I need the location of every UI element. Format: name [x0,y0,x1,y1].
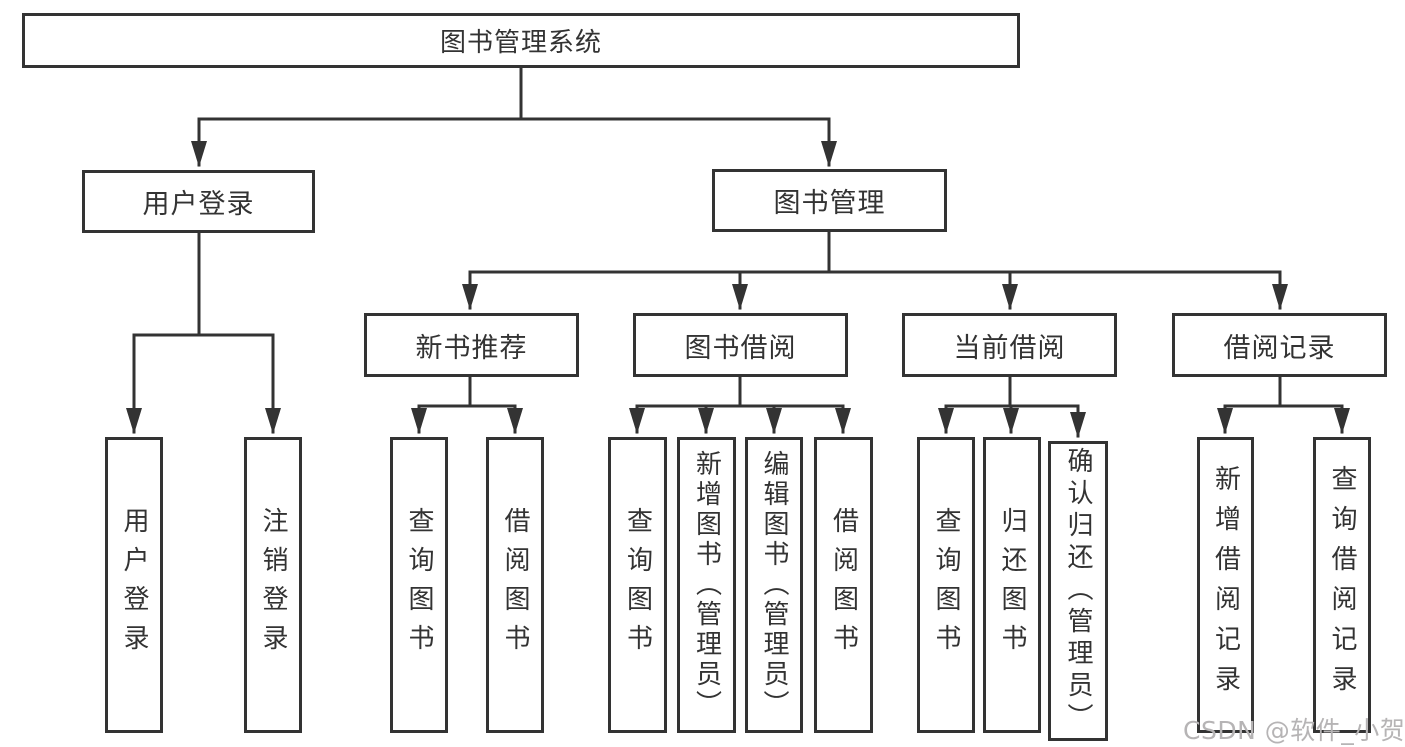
connector-root-to-level2 [191,66,837,167]
node-leaf-return-book: 归还图书 [983,437,1041,733]
node-leaf-query-books-current: 查询图书 [917,437,975,733]
node-label: 查询图书 [622,507,653,663]
csdn-watermark: CSDN @软件_小贺同学 [1183,716,1405,745]
node-book-borrow: 图书借阅 [633,313,848,377]
node-borrow-record: 借阅记录 [1172,313,1387,377]
node-label: 新增借阅记录 [1210,465,1241,705]
node-label: 注销登录 [258,507,288,663]
node-label: 当前借阅 [953,332,1066,364]
node-leaf-add-book-admin: 新增图书（管理员） [677,437,736,733]
connector-borrow-record-to-leaves [1217,375,1350,434]
connector-book-management-to-level3 [462,230,1288,310]
node-leaf-user-login: 用户登录 [105,437,163,733]
node-label: 新增图书（管理员） [691,450,722,720]
node-label: 查询借阅记录 [1327,465,1357,705]
node-label: 借阅记录 [1223,332,1336,364]
node-label: 图书管理系统 [439,28,602,58]
node-current-borrow: 当前借阅 [902,313,1117,377]
node-new-book-recommend: 新书推荐 [364,313,579,377]
node-label: 图书管理 [773,188,886,219]
node-label: 图书借阅 [684,332,797,364]
node-leaf-edit-book-admin: 编辑图书（管理员） [745,437,803,733]
node-leaf-query-books-recommend: 查询图书 [390,437,448,733]
node-leaf-query-borrow-record: 查询借阅记录 [1313,437,1371,733]
node-label: 确认归还（管理员） [1063,447,1093,735]
node-label: 编辑图书（管理员） [759,450,789,720]
connector-current-borrow-to-leaves [938,375,1086,438]
node-label: 借阅图书 [828,507,859,663]
node-label: 查询图书 [931,507,961,663]
connector-book-borrow-to-leaves [629,375,851,434]
node-label: 借阅图书 [500,507,530,663]
node-leaf-confirm-return-admin: 确认归还（管理员） [1048,441,1108,741]
node-label: 查询图书 [404,507,434,663]
node-leaf-query-books-borrow: 查询图书 [608,437,667,733]
node-label: 归还图书 [997,507,1027,663]
connector-user-login-to-leaves [126,231,281,434]
node-book-management: 图书管理 [712,169,947,232]
node-leaf-logout: 注销登录 [244,437,302,733]
node-user-login: 用户登录 [82,170,315,233]
node-leaf-borrow-books-recommend: 借阅图书 [486,437,544,733]
connector-new-book-recommend-to-leaves [411,375,523,434]
node-leaf-borrow-books: 借阅图书 [814,437,873,733]
node-leaf-add-borrow-record: 新增借阅记录 [1197,437,1254,733]
node-label: 用户登录 [142,189,255,220]
node-library-management-system: 图书管理系统 [22,13,1020,68]
node-label: 用户登录 [119,507,149,663]
node-label: 新书推荐 [415,332,528,364]
